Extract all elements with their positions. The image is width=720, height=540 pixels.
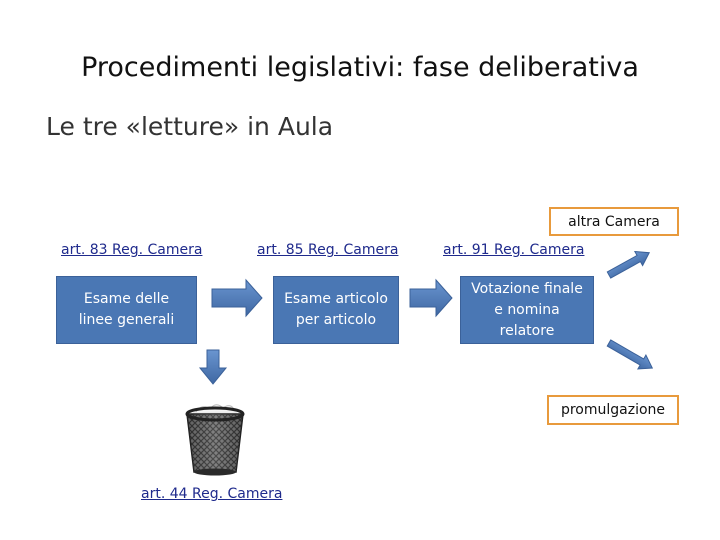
outcome-promulgazione: promulgazione [547,395,679,425]
box-esame-linee-generali-line1: Esame delle [83,291,170,307]
link-art-83[interactable]: art. 83 Reg. Camera [61,242,203,258]
link-art-44[interactable]: art. 44 Reg. Camera [141,486,283,502]
box-votazione-finale-line1: Votazione finale [471,280,583,297]
box-esame-articolo-line1: Esame articolo [284,291,388,307]
trash-bin-icon [185,404,245,476]
box-votazione-finale: Votazione finale e nomina relatore [460,276,594,344]
box-esame-articolo: Esame articolo per articolo [273,276,399,344]
box-votazione-finale-line3: relatore [499,322,555,339]
box-esame-articolo-line2: per articolo [295,312,377,328]
slide-subtitle: Le tre «letture» in Aula [46,112,334,141]
block-arrow-icon [606,339,654,370]
link-art-91[interactable]: art. 91 Reg. Camera [443,242,585,258]
block-arrow-icon [211,278,263,318]
block-arrow-icon [606,250,651,279]
link-art-85[interactable]: art. 85 Reg. Camera [257,242,399,258]
box-votazione-finale-line2: e nomina [494,301,560,318]
slide-title: Procedimenti legislativi: fase deliberat… [81,52,639,83]
box-esame-linee-generali: Esame delle linee generali [56,276,197,344]
block-arrow-icon [198,349,228,385]
box-esame-linee-generali-line2: linee generali [78,312,175,328]
block-arrow-icon [409,278,453,318]
outcome-altra-camera: altra Camera [549,207,679,236]
